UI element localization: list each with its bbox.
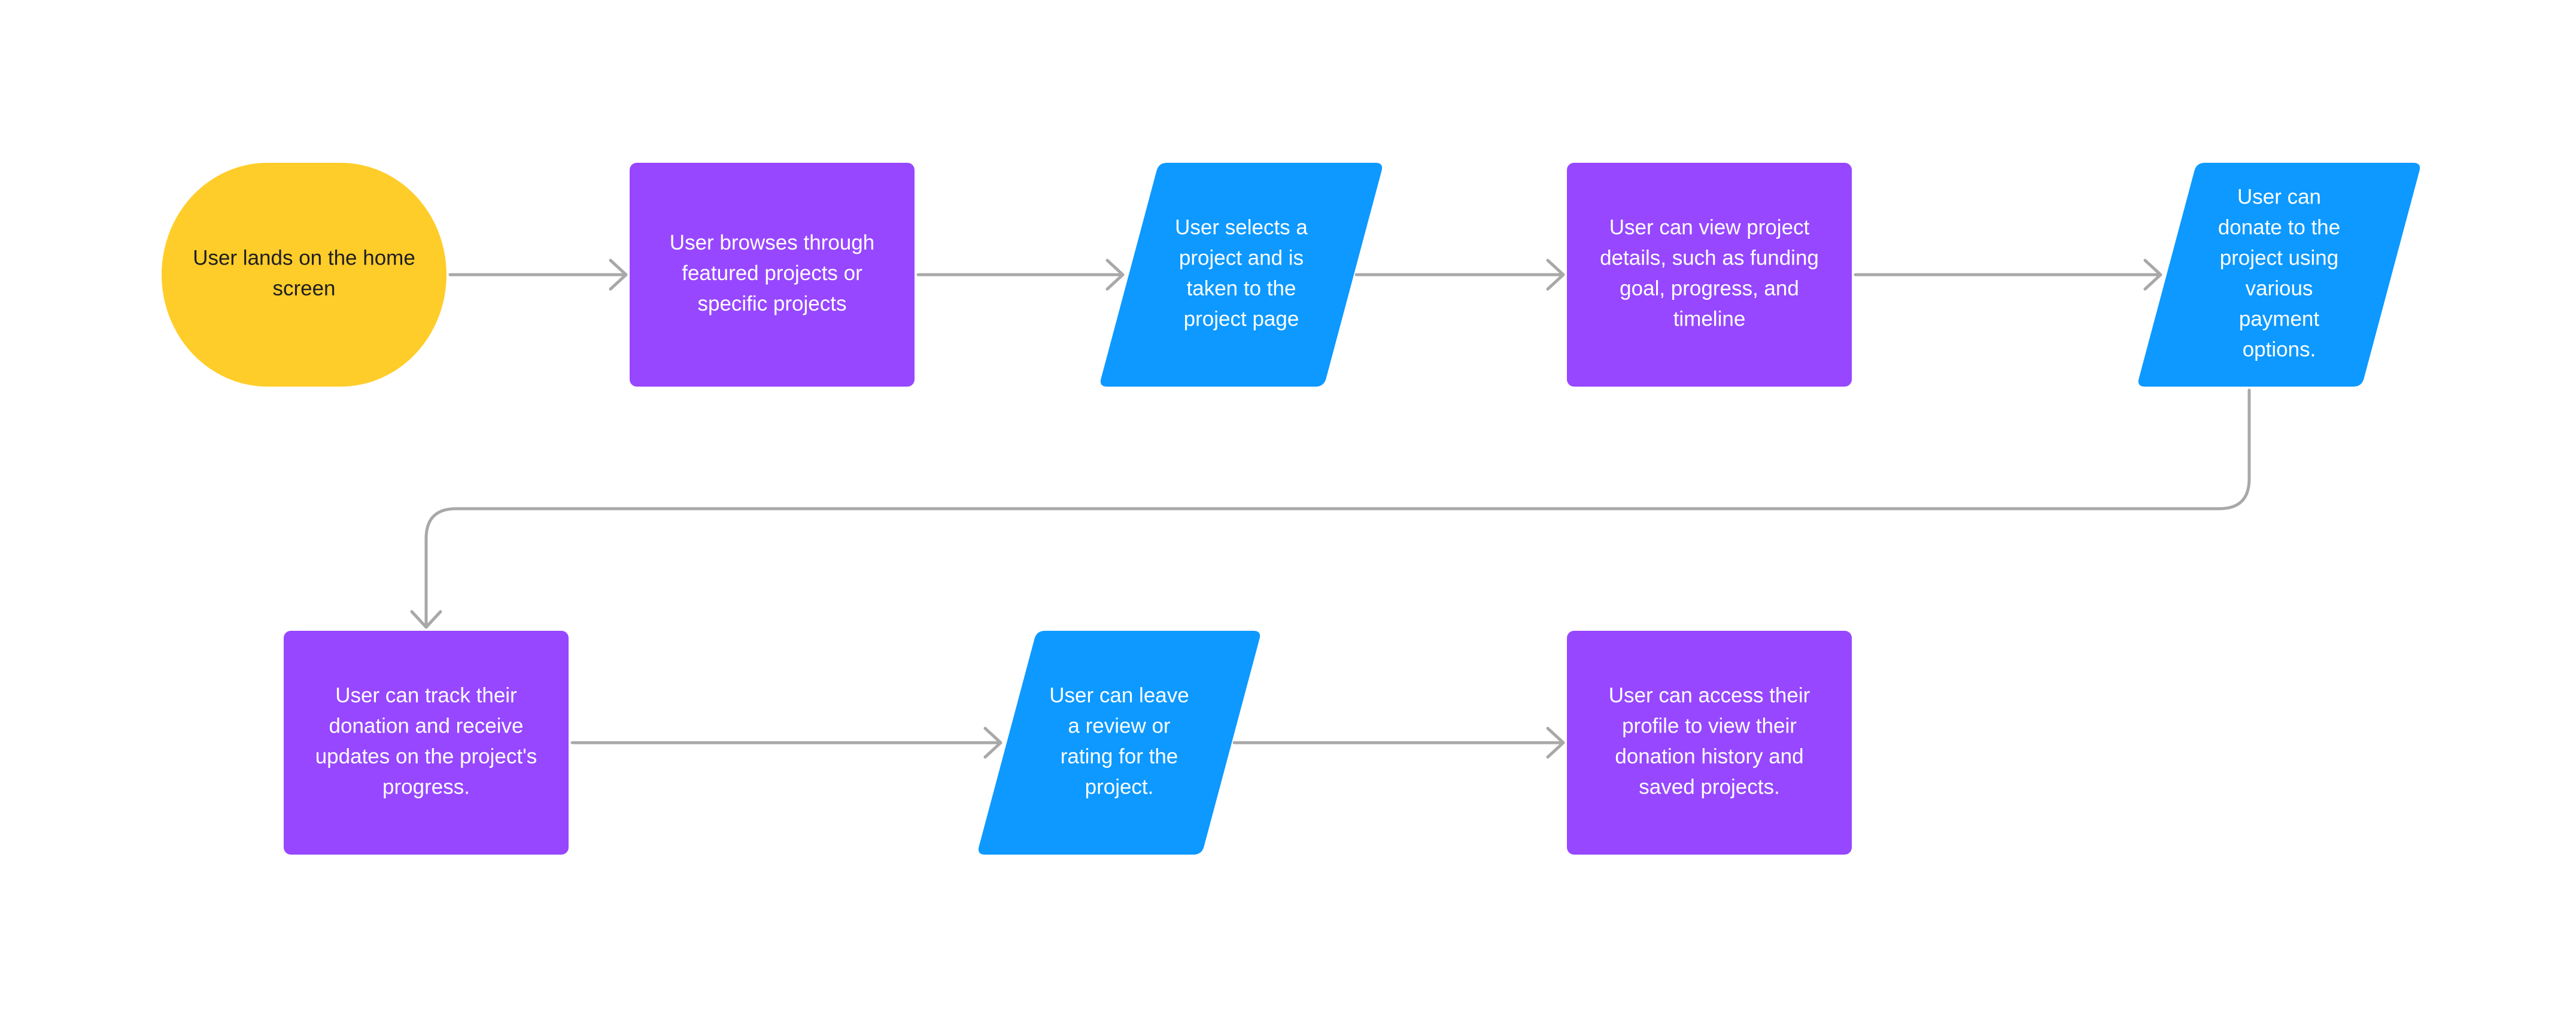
- node-review: User can leave a review or rating for the p…: [978, 631, 1260, 855]
- node-label-line: rating for the: [1061, 745, 1178, 768]
- node-label-line: various: [2246, 277, 2313, 300]
- connector-line: [424, 388, 2251, 629]
- arrowhead-icon: [410, 610, 442, 629]
- node-label: User selects a project and is taken to the…: [1175, 216, 1308, 331]
- node-donate: User can donate to the project using variou…: [2138, 163, 2420, 387]
- node-label-line: featured projects or: [682, 262, 862, 285]
- node-label-line: project page: [1184, 308, 1299, 331]
- node-track: User can track their donation and receive…: [284, 631, 569, 855]
- node-label-line: options.: [2243, 338, 2316, 361]
- node-label-line: donation history and: [1615, 745, 1803, 768]
- arrowhead-icon: [1546, 259, 1565, 291]
- node-label-line: donate to the: [2218, 216, 2340, 239]
- node-label: User can leave a review or rating for the p…: [1049, 684, 1189, 799]
- node-profile: User can access their profile to view the…: [1567, 631, 1852, 855]
- node-label-line: project and is: [1179, 247, 1304, 270]
- node-label-line: User can view project: [1609, 216, 1810, 239]
- connector-track-to-review: [570, 727, 1003, 759]
- node-label-line: updates on the project's: [315, 745, 537, 768]
- node-details: User can view project details, such as fu…: [1567, 163, 1852, 387]
- node-browse: User browses through featured projects or…: [630, 163, 915, 387]
- arrowhead-icon: [983, 727, 1003, 759]
- node-label-line: profile to view their: [1622, 715, 1797, 738]
- process-shape: [630, 163, 915, 387]
- node-label-line: User can access their: [1609, 684, 1811, 707]
- node-label-line: User can leave: [1049, 684, 1189, 707]
- connector-details-to-donate: [1854, 259, 2162, 291]
- node-label-line: timeline: [1673, 308, 1746, 331]
- io-shape: [1100, 163, 1383, 387]
- node-label-line: User can track their: [335, 684, 517, 707]
- node-label-line: User lands on the home: [193, 247, 415, 270]
- arrowhead-icon: [2143, 259, 2162, 291]
- node-label-line: progress.: [382, 776, 470, 799]
- node-label-line: goal, progress, and: [1620, 277, 1799, 300]
- node-label: User can donate to the project using variou…: [2218, 186, 2340, 361]
- connector-select-to-details: [1354, 259, 1565, 291]
- io-shape: [2138, 163, 2420, 387]
- node-label: User browses through featured projects or…: [670, 231, 874, 315]
- node-label-line: specific projects: [698, 292, 847, 315]
- node-label-line: payment: [2239, 308, 2320, 331]
- node-label: User can view project details, such as fu…: [1600, 216, 1819, 331]
- node-label-line: project.: [1085, 776, 1154, 799]
- connector-review-to-profile: [1232, 727, 1565, 759]
- node-label-line: User browses through: [670, 231, 874, 254]
- node-label-line: User can: [2237, 186, 2321, 209]
- process-shape: [1567, 631, 1852, 855]
- node-label-line: project using: [2220, 247, 2338, 270]
- node-label-line: saved projects.: [1639, 776, 1779, 799]
- connector-browse-to-select: [916, 259, 1125, 291]
- arrowhead-icon: [1105, 259, 1125, 291]
- connector-start-to-browse: [448, 259, 628, 291]
- node-select: User selects a project and is taken to the…: [1100, 163, 1383, 387]
- node-label-line: screen: [272, 277, 335, 300]
- node-label: User lands on the home screen: [193, 247, 415, 300]
- io-shape: [978, 631, 1260, 855]
- node-label-line: donation and receive: [329, 715, 524, 738]
- process-shape: [284, 631, 569, 855]
- node-label-line: details, such as funding: [1600, 247, 1819, 270]
- node-label-line: User selects a: [1175, 216, 1308, 239]
- node-start: User lands on the home screen: [162, 163, 446, 387]
- flowchart-connectors: [410, 259, 2251, 759]
- arrowhead-icon: [1546, 727, 1565, 759]
- connector-donate-to-track: [410, 388, 2251, 629]
- node-label-line: taken to the: [1187, 277, 1296, 300]
- node-label-line: a review or: [1068, 715, 1171, 738]
- process-shape: [1567, 163, 1852, 387]
- node-label: User can track their donation and receive…: [315, 684, 537, 799]
- terminal-shape: [162, 163, 446, 387]
- node-label: User can access their profile to view the…: [1609, 684, 1811, 799]
- arrowhead-icon: [609, 259, 628, 291]
- flowchart-nodes: User lands on the home screen User browses…: [162, 163, 2420, 855]
